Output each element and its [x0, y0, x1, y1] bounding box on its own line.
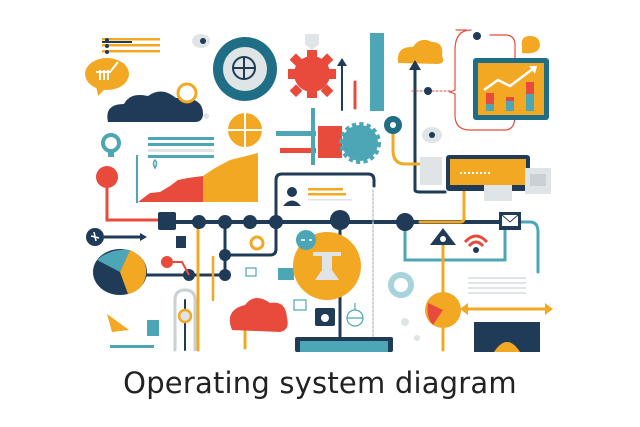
node-dot: [424, 87, 432, 95]
pie-cross-icon: [228, 113, 262, 147]
box-icon: [147, 320, 159, 336]
os-diagram-illustration: [85, 29, 553, 352]
sunrise-panel-icon: [474, 322, 540, 352]
envelope-icon: [499, 212, 521, 230]
area-chart: [136, 137, 258, 203]
lightbulb-icon: [101, 133, 121, 157]
red-node: [161, 256, 173, 268]
alert-triangle-icon: [430, 228, 456, 245]
teal-gear-icon: [339, 122, 381, 164]
teal-bar: [370, 33, 384, 111]
ring-node: [249, 235, 265, 251]
orange-cloud-icon: [397, 39, 444, 64]
up-arrow-icon: [337, 58, 347, 66]
cursor-arrow-icon: [107, 314, 129, 332]
airplane-arrow-icon: [86, 228, 147, 246]
ring-node: [177, 308, 193, 324]
diagram-caption: Operating system diagram: [123, 366, 517, 400]
file-icon: [176, 236, 186, 248]
teal-ring: [388, 272, 414, 298]
connection-lines: [105, 29, 540, 352]
pie-chart-icon: [93, 249, 147, 295]
wifi-icon: [463, 234, 489, 253]
chat-drop-icon: [521, 36, 540, 54]
flask-icon: [346, 303, 364, 327]
hourglass-node-icon: [293, 230, 361, 300]
double-arrow-icon: [460, 303, 553, 315]
cloud-icon: [107, 82, 204, 122]
plug-icon: [276, 108, 342, 165]
red-gear-icon: [288, 34, 336, 98]
up-arrow-icon: [409, 60, 421, 70]
profile-card: [283, 187, 352, 206]
mail-icon: [278, 268, 294, 280]
device-panel: [420, 155, 551, 201]
bus-nodes: [158, 210, 414, 281]
red-cloud-icon: [229, 297, 288, 332]
grid-icon: [293, 299, 307, 311]
target-ring-icon: [213, 37, 277, 101]
red-node: [96, 166, 118, 188]
shopping-cart-bubble-icon: [85, 58, 129, 96]
bottom-monitor: [295, 337, 393, 352]
chart-monitor-icon: [473, 58, 549, 120]
eye-icon: [422, 127, 442, 143]
node-dot: [473, 32, 481, 40]
eye-icon: [192, 34, 210, 48]
list-lines: [102, 38, 160, 54]
pie-node-icon: [425, 292, 461, 328]
text-lines: [468, 277, 526, 294]
